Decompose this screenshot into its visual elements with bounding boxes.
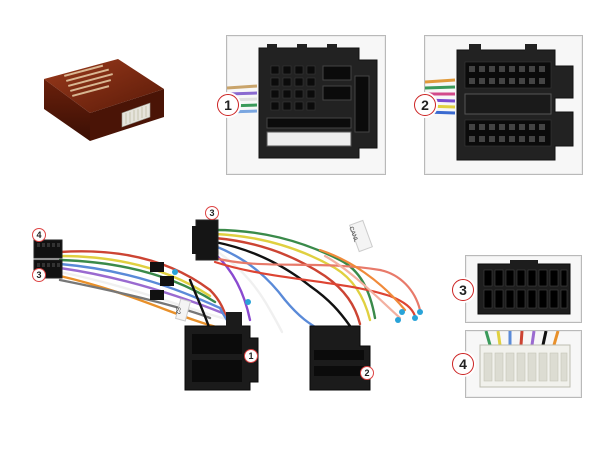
- white-16pin-connector-illustration: [479, 331, 571, 388]
- wire-tag-s2: S2: [174, 307, 180, 315]
- connector-detail-panel-4: [465, 330, 582, 398]
- connector-detail-panel-1: [226, 35, 386, 175]
- callout-harness-3-top: 3: [205, 206, 219, 220]
- wiring-harness-illustration: [33, 219, 423, 391]
- connector-detail-panel-2: [424, 35, 583, 175]
- quadlock-connector-1-illustration: [227, 44, 378, 159]
- callout-panel-1: 1: [217, 94, 239, 116]
- callout-panel-4: 4: [452, 353, 474, 375]
- wiring-harness: [20, 200, 440, 450]
- callout-harness-2: 2: [360, 366, 374, 380]
- black-16pin-connector-illustration: [477, 260, 571, 315]
- connector-detail-panel-3: [465, 255, 582, 323]
- decoder-box-illustration: [44, 59, 164, 141]
- callout-panel-2: 2: [414, 94, 436, 116]
- quadlock-connector-2-illustration: [425, 44, 574, 161]
- callout-harness-1: 1: [244, 349, 258, 363]
- callout-harness-3-left: 3: [32, 268, 46, 282]
- callout-harness-4-left: 4: [32, 228, 46, 242]
- can-decoder-box: [38, 55, 168, 155]
- callout-panel-3: 3: [452, 279, 474, 301]
